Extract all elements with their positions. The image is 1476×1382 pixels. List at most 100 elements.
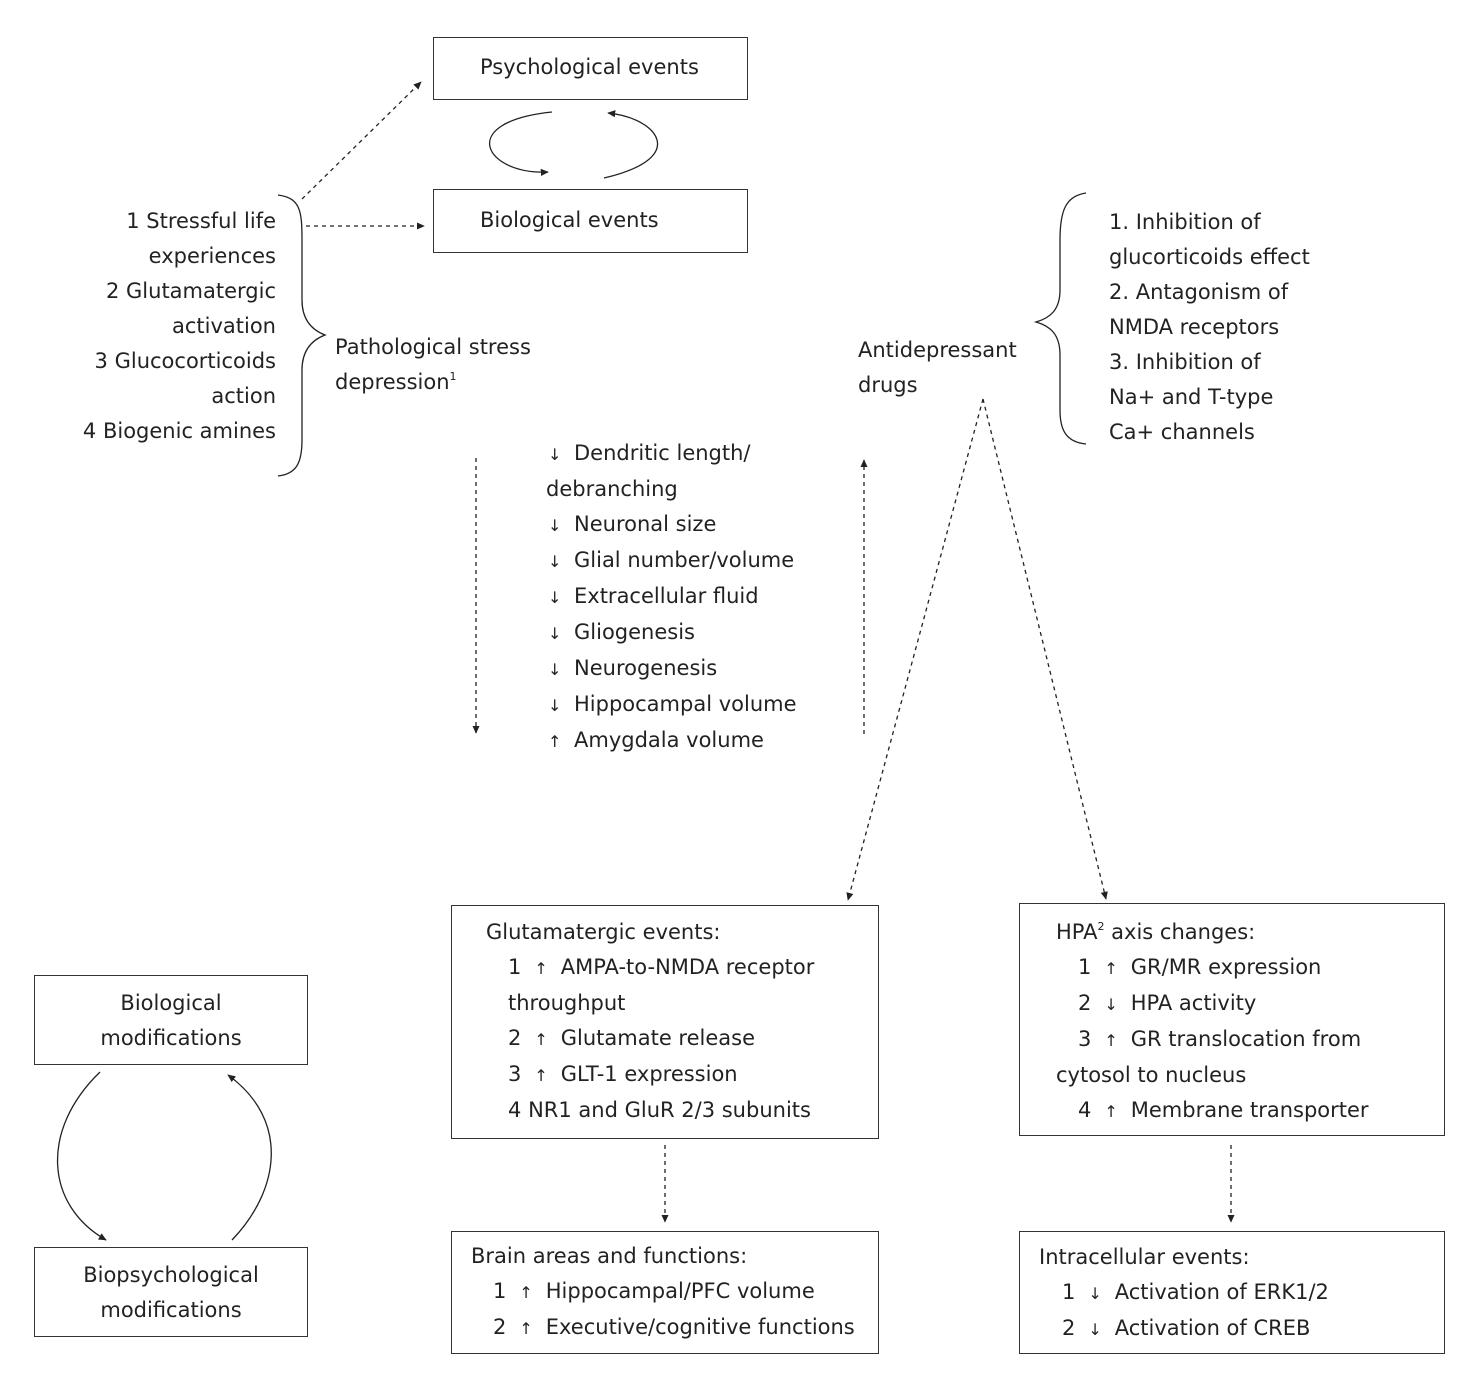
footnote-marker: 2 xyxy=(1097,920,1105,933)
hpa-axis-box: HPA2 axis changes: 1 ↑ GR/MR expression … xyxy=(1019,903,1445,1136)
biopsy-line-1: Biopsychological xyxy=(83,1263,259,1287)
biological-events-label: Biological events xyxy=(480,208,659,232)
arrow-icon: ↓ xyxy=(548,516,562,535)
brain-areas-box: Brain areas and functions: 1 ↑ Hippocamp… xyxy=(451,1231,879,1354)
line-text: Executive/cognitive functions xyxy=(545,1315,855,1339)
line-text: GLT-1 expression xyxy=(560,1062,738,1086)
line-number: 3 xyxy=(508,1062,522,1086)
antidepressant-line-1: Antidepressant xyxy=(858,338,1017,362)
change-line: ↓ Gliogenesis xyxy=(548,615,797,651)
mechanism-line: glucorticoids effect xyxy=(1109,245,1310,269)
change-line: ↓ Dendritic length/ xyxy=(548,436,797,472)
hpa-line: 2 ↓ HPA activity xyxy=(1078,986,1369,1022)
change-text: Amygdala volume xyxy=(574,728,764,752)
arrow-icon: ↑ xyxy=(1104,1102,1118,1121)
glutamatergic-line: 1 ↑ AMPA-to-NMDA receptor xyxy=(508,950,814,986)
change-text: Gliogenesis xyxy=(574,620,695,644)
biological-modifications-label: Biological modifications xyxy=(35,986,307,1056)
mechanism-line: Na+ and T-type xyxy=(1109,385,1274,409)
hpa-line: 4 ↑ Membrane transporter xyxy=(1078,1093,1369,1129)
line-number: 3 xyxy=(1078,1027,1092,1051)
change-line: debranching xyxy=(546,472,797,507)
arrow-icon: ↑ xyxy=(519,1283,533,1302)
hpa-line: 1 ↑ GR/MR expression xyxy=(1078,950,1369,986)
intracellular-lines: 1 ↓ Activation of ERK1/2 2 ↓ Activation … xyxy=(1062,1275,1329,1347)
biological-events-box: Biological events xyxy=(433,189,748,253)
mechanisms-list: 1. Inhibition of glucorticoids effect 2.… xyxy=(1109,205,1310,450)
bio-line-1: Biological xyxy=(120,991,222,1015)
antidepressant-label: Antidepressant drugs xyxy=(858,333,1017,403)
brain-lines: 1 ↑ Hippocampal/PFC volume 2 ↑ Executive… xyxy=(493,1274,855,1346)
arrow-icon: ↓ xyxy=(548,660,562,679)
line-number: 4 xyxy=(508,1098,522,1122)
arrow-icon: ↑ xyxy=(534,959,548,978)
line-number: 1 xyxy=(1062,1280,1076,1304)
pathological-line-1: Pathological stress xyxy=(335,335,531,359)
line-text: cytosol to nucleus xyxy=(1056,1063,1247,1087)
arrow-icon: ↑ xyxy=(548,732,562,751)
brain-title: Brain areas and functions: xyxy=(471,1244,748,1268)
glutamatergic-events-box: Glutamatergic events: 1 ↑ AMPA-to-NMDA r… xyxy=(451,905,879,1139)
arrow-icon: ↓ xyxy=(548,445,562,464)
arrow-icon: ↑ xyxy=(519,1319,533,1338)
change-line: ↓Neurogenesis xyxy=(548,651,797,687)
arrow-icon: ↑ xyxy=(1104,959,1118,978)
structural-changes-list: ↓ Dendritic length/ debranching ↓Neuronal… xyxy=(546,436,797,759)
dashed-arrow-psych xyxy=(301,81,422,200)
brain-line: 2 ↑ Executive/cognitive functions xyxy=(493,1310,855,1346)
line-number: 2 xyxy=(493,1315,507,1339)
cause-line: experiences xyxy=(148,244,276,268)
line-number: 1 xyxy=(493,1279,507,1303)
intracellular-line: 1 ↓ Activation of ERK1/2 xyxy=(1062,1275,1329,1311)
change-text: Dendritic length/ xyxy=(574,441,751,465)
right-brace xyxy=(1033,192,1087,445)
hpa-title-suffix: axis changes: xyxy=(1104,920,1256,944)
arrow-icon: ↓ xyxy=(548,588,562,607)
line-text: HPA activity xyxy=(1130,991,1257,1015)
pathological-stress-label: Pathological stress depression1 xyxy=(335,330,531,400)
left-brace xyxy=(277,194,327,477)
line-number: 1 xyxy=(508,955,522,979)
cause-line: 3 Glucocorticoids xyxy=(94,349,276,373)
cause-line: 2 Glutamatergic xyxy=(105,279,276,303)
change-line: ↓Neuronal size xyxy=(548,507,797,543)
arrow-icon: ↓ xyxy=(1088,1320,1102,1339)
cycle-arrow-left xyxy=(56,1071,107,1241)
line-number: 2 xyxy=(1062,1316,1076,1340)
line-text: GR translocation from xyxy=(1130,1027,1362,1051)
change-line: ↓ Extracellular fluid xyxy=(548,579,797,615)
dashed-arrow-hpa xyxy=(982,398,1108,900)
pathological-line-2-text: depression xyxy=(335,370,450,394)
line-text: AMPA-to-NMDA receptor xyxy=(560,955,815,979)
arrow-icon: ↓ xyxy=(548,624,562,643)
glutamatergic-lines: 1 ↑ AMPA-to-NMDA receptor throughput 2 ↑… xyxy=(508,950,814,1128)
intracellular-events-box: Intracellular events: 1 ↓ Activation of … xyxy=(1019,1231,1445,1354)
hpa-lines: 1 ↑ GR/MR expression 2 ↓ HPA activity 3 … xyxy=(1056,950,1369,1129)
line-text: NR1 and GluR 2/3 subunits xyxy=(528,1098,811,1122)
glutamatergic-line: 2 ↑ Glutamate release xyxy=(508,1021,814,1057)
hpa-line: cytosol to nucleus xyxy=(1056,1058,1369,1093)
cycle-arrow-up xyxy=(603,110,659,179)
biopsychological-modifications-label: Biopsychological modifications xyxy=(35,1258,307,1328)
hpa-line: 3 ↑ GR translocation from xyxy=(1078,1022,1369,1058)
change-text: debranching xyxy=(546,477,678,501)
change-text: Hippocampal volume xyxy=(574,692,797,716)
glutamatergic-line: throughput xyxy=(508,986,814,1021)
line-text: GR/MR expression xyxy=(1130,955,1322,979)
line-number: 2 xyxy=(1078,991,1092,1015)
cause-line: 1 Stressful life xyxy=(126,209,276,233)
footnote-marker: 1 xyxy=(449,370,457,383)
change-line: ↓Hippocampal volume xyxy=(548,687,797,723)
line-text: Activation of ERK1/2 xyxy=(1114,1280,1329,1304)
change-text: Extracellular fluid xyxy=(574,584,759,608)
dashed-arrow-glutamatergic xyxy=(846,398,984,901)
glutamatergic-line: 4 NR1 and GluR 2/3 subunits xyxy=(508,1093,814,1128)
hpa-title-prefix: HPA xyxy=(1056,920,1098,944)
cycle-arrow-down xyxy=(488,111,553,176)
line-text: Membrane transporter xyxy=(1130,1098,1369,1122)
antidepressant-line-2: drugs xyxy=(858,373,918,397)
change-line: ↑ Amygdala volume xyxy=(548,723,797,759)
biological-modifications-box: Biological modifications xyxy=(34,975,308,1065)
arrow-icon: ↓ xyxy=(1104,995,1118,1014)
arrow-icon: ↑ xyxy=(534,1030,548,1049)
